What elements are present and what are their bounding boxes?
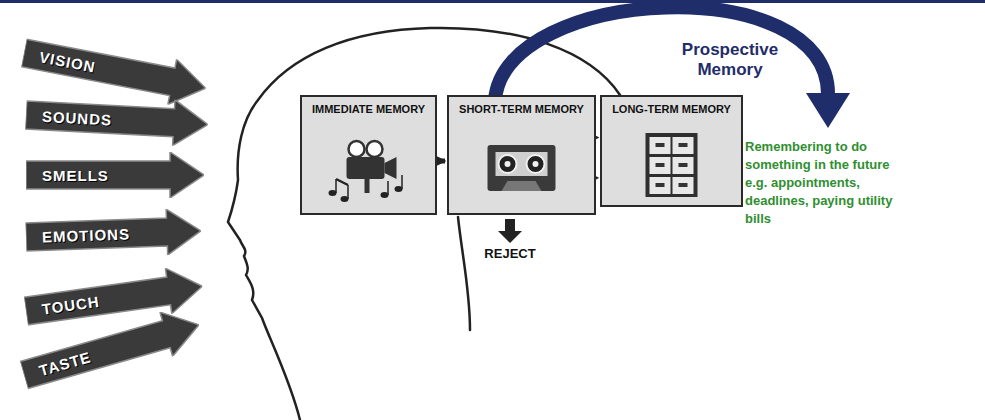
arrow-body bbox=[25, 208, 201, 260]
camera-icon-part bbox=[367, 141, 383, 157]
cabinet-icon-part bbox=[650, 177, 671, 194]
arrow-body bbox=[26, 152, 204, 198]
camera-icon-part bbox=[347, 185, 349, 199]
neck-line bbox=[458, 217, 470, 330]
memory-heading: IMMEDIATE MEMORY bbox=[308, 103, 429, 116]
memory-heading: LONG-TERM MEMORY bbox=[608, 103, 735, 116]
note-text: Remembering to do something in the futur… bbox=[745, 138, 910, 228]
arrow-shape bbox=[20, 30, 210, 110]
sense-arrow: SMELLS bbox=[26, 152, 204, 198]
reject-label: REJECT bbox=[470, 246, 550, 262]
camera-icon-part bbox=[401, 175, 403, 189]
cabinet-icon-part bbox=[646, 133, 698, 197]
sense-arrow: VISION bbox=[20, 30, 210, 110]
cabinet-icon-part bbox=[679, 183, 688, 187]
prospective-arrowhead bbox=[806, 93, 850, 128]
flow-arrow bbox=[439, 159, 445, 164]
sense-arrow: SOUNDS bbox=[25, 92, 209, 147]
cabinet-icon-part bbox=[679, 163, 688, 167]
cabinet-icon-part bbox=[650, 137, 671, 154]
arrow-body bbox=[18, 303, 206, 397]
arc-label: Prospective Memory bbox=[675, 40, 785, 80]
sense-arrow: EMOTIONS bbox=[25, 208, 201, 260]
cabinet-icon-part bbox=[673, 177, 694, 194]
arrow-body bbox=[20, 30, 210, 110]
prospective-arc bbox=[495, 7, 828, 100]
tape-icon-part bbox=[502, 181, 542, 191]
tape-icon-part bbox=[499, 155, 517, 173]
cabinet-icon-part bbox=[679, 143, 688, 147]
arrow-body bbox=[25, 92, 209, 147]
camera-icon-part bbox=[347, 157, 385, 179]
tape-icon bbox=[449, 139, 594, 209]
cabinet-icon-part bbox=[656, 143, 665, 147]
cabinet-icon-part bbox=[650, 157, 671, 174]
camera-icon-part bbox=[336, 179, 348, 185]
cabinet-icon-part bbox=[673, 137, 694, 154]
camera-icon-part bbox=[385, 157, 397, 179]
memory-box: SHORT-TERM MEMORY bbox=[447, 95, 596, 215]
camera-icon-part bbox=[365, 179, 370, 193]
tape-icon-part bbox=[496, 152, 548, 176]
camera-icon-part bbox=[349, 141, 365, 157]
reject-arrow bbox=[498, 219, 522, 243]
cabinet-icon bbox=[602, 131, 741, 201]
memory-box: IMMEDIATE MEMORY bbox=[300, 95, 437, 215]
memory-heading: SHORT-TERM MEMORY bbox=[455, 103, 588, 116]
cabinet-icon-part bbox=[656, 163, 665, 167]
camera-icon-part bbox=[387, 181, 389, 195]
tape-icon-part bbox=[533, 161, 539, 167]
tape-icon-part bbox=[527, 155, 545, 173]
camera-icon-part bbox=[335, 179, 337, 193]
tape-icon-part bbox=[488, 145, 556, 191]
cabinet-icon-part bbox=[656, 183, 665, 187]
sense-label: EMOTIONS bbox=[26, 225, 131, 246]
sense-label: SMELLS bbox=[26, 167, 109, 184]
top-rule bbox=[0, 0, 985, 3]
memory-box: LONG-TERM MEMORY bbox=[600, 95, 743, 207]
cabinet-icon-part bbox=[673, 157, 694, 174]
tape-icon-part bbox=[505, 161, 511, 167]
head-outline bbox=[228, 28, 620, 420]
camera-icon bbox=[302, 139, 435, 209]
